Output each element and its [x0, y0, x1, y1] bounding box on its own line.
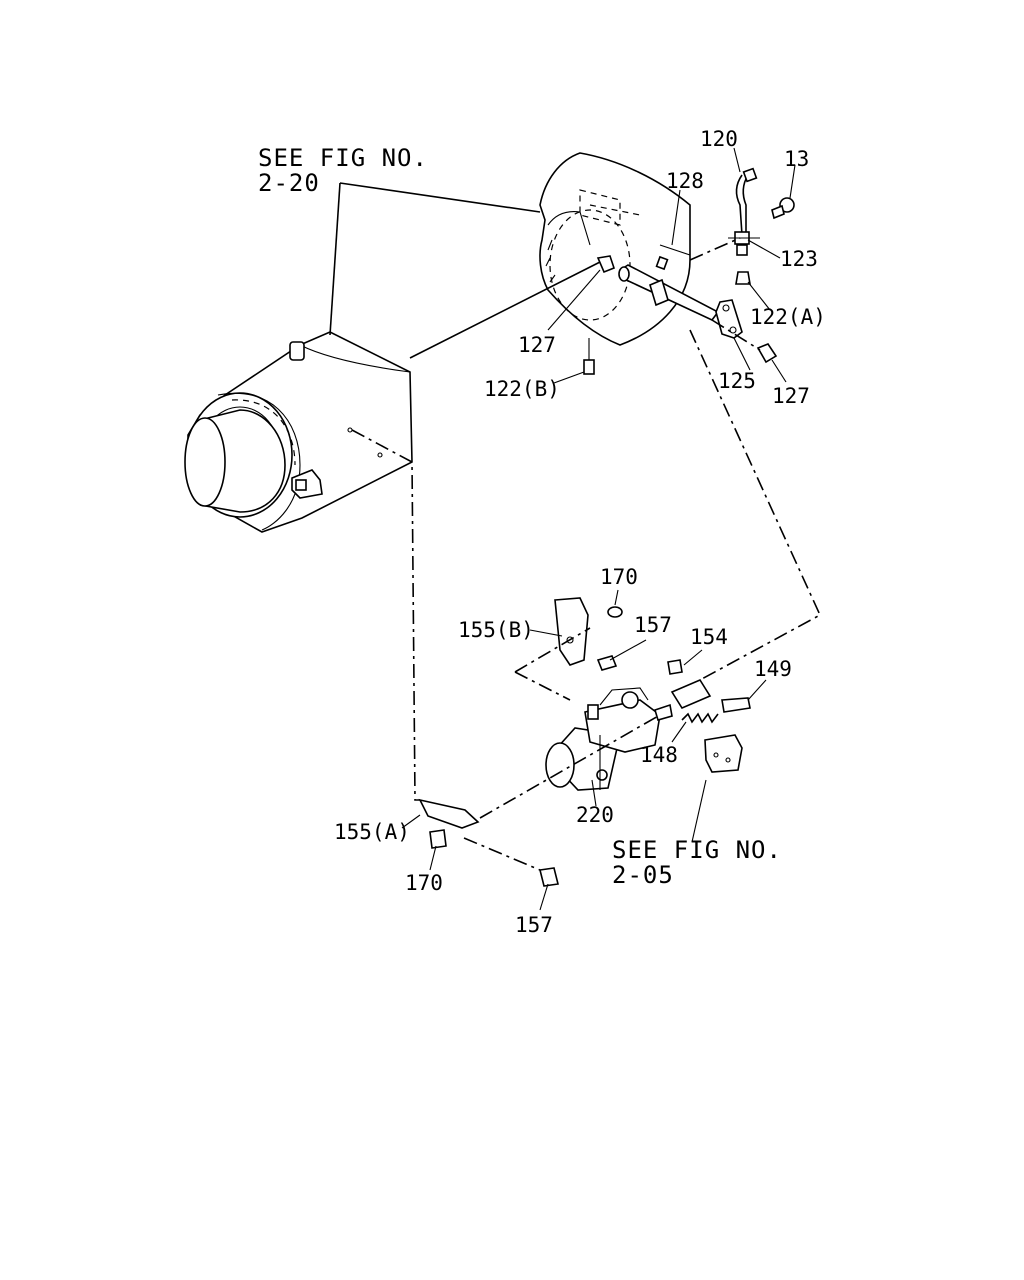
release-lever-125 — [715, 299, 743, 339]
release-shaft — [618, 255, 720, 321]
callout-127-left: 127 — [518, 333, 556, 357]
callout-120: 120 — [700, 127, 738, 151]
callout-155b: 155(B) — [458, 618, 534, 642]
callout-170-top: 170 — [600, 565, 638, 589]
callout-125: 125 — [718, 369, 756, 393]
clutch-pipe-assembly — [728, 167, 795, 285]
bracket-155a — [418, 798, 480, 829]
callout-13: 13 — [784, 147, 809, 171]
see-fig-2-05-line1: SEE FIG NO. — [612, 836, 782, 864]
bracket-155b — [554, 597, 589, 666]
callout-148: 148 — [640, 743, 678, 767]
see-fig-2-20-line2: 2-20 — [258, 169, 320, 197]
nut-127-left — [596, 255, 615, 274]
callout-157-bottom: 157 — [515, 913, 553, 937]
nut-170-bottom — [429, 829, 447, 849]
callout-122a: 122(A) — [750, 305, 826, 329]
nipple-122b — [583, 338, 595, 375]
spring-148 — [681, 712, 719, 724]
transmission-housing — [184, 331, 413, 533]
pedal-bracket-2-05 — [704, 734, 743, 773]
callout-128: 128 — [666, 169, 704, 193]
callout-157-top: 157 — [634, 613, 672, 637]
bolt-127-right — [756, 343, 778, 364]
callout-149: 149 — [754, 657, 792, 681]
see-fig-2-20-line1: SEE FIG NO. — [258, 144, 428, 172]
callout-220: 220 — [576, 803, 614, 827]
see-fig-2-05-line2: 2-05 — [612, 861, 674, 889]
callout-122b: 122(B) — [484, 377, 560, 401]
pedal-arm-149 — [721, 697, 751, 713]
clutch-booster-220 — [545, 687, 673, 791]
callout-123: 123 — [780, 247, 818, 271]
callout-127-right: 127 — [772, 384, 810, 408]
connector-lines — [329, 147, 822, 911]
bolt-157-bottom — [539, 867, 559, 887]
callout-155a: 155(A) — [334, 820, 410, 844]
callout-154: 154 — [690, 625, 728, 649]
nut-170-top — [607, 606, 623, 618]
push-rod-154 — [667, 659, 712, 710]
callout-170-bottom: 170 — [405, 871, 443, 895]
clutch-housing — [539, 152, 691, 346]
